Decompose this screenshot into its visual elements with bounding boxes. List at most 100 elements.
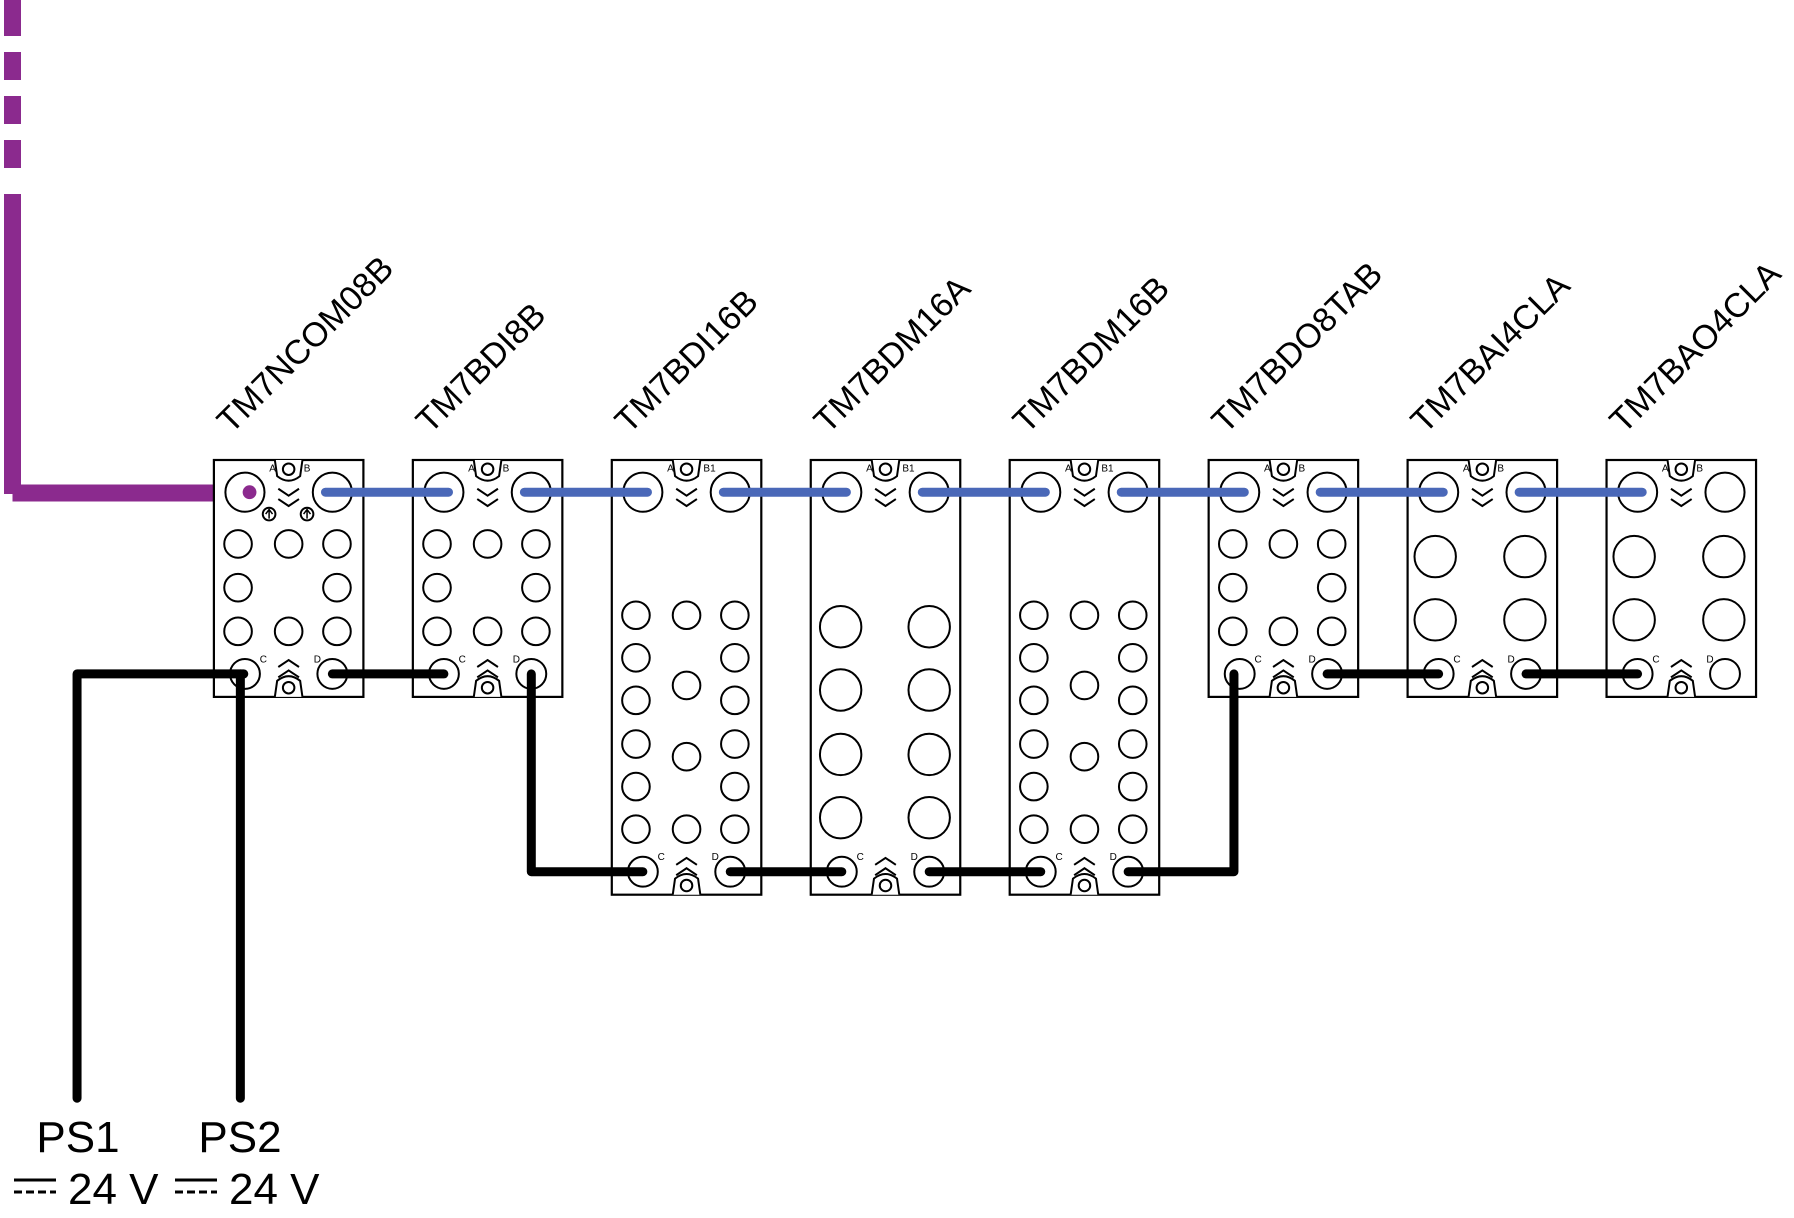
io-connector: [907, 605, 951, 649]
port-letter: A: [269, 464, 276, 475]
io-connector: [621, 685, 651, 716]
chevron-up-icon: [1471, 658, 1494, 679]
io-connector: [223, 616, 253, 647]
io-connector: [1117, 600, 1148, 631]
io-connector: [322, 572, 352, 603]
port-letter: D: [513, 654, 520, 665]
mounting-tab-icon: [472, 459, 503, 482]
port-letter: B: [1298, 464, 1305, 475]
chevron-down-icon: [1670, 487, 1693, 508]
io-connector: [907, 732, 951, 777]
io-connector: [1069, 600, 1100, 631]
io-connector: [720, 729, 750, 759]
io-connector: [1316, 529, 1347, 559]
io-connector: [1702, 534, 1746, 579]
chevron-down-icon: [277, 487, 300, 508]
port-letter: A: [1463, 464, 1470, 475]
ps1-name: PS1: [36, 1113, 119, 1162]
io-connector: [1069, 741, 1100, 772]
port-letter: C: [857, 852, 864, 863]
io-connector: [1019, 814, 1049, 844]
io-connector: [1218, 616, 1248, 647]
chevron-up-icon: [675, 856, 698, 876]
mounting-tab-icon: [870, 873, 901, 895]
mounting-tab-icon: [870, 459, 901, 482]
port-letter: A: [468, 464, 475, 475]
chevron-up-icon: [1272, 658, 1295, 679]
dc-symbol-icon: [175, 1178, 217, 1194]
io-connector: [521, 529, 551, 559]
ps2-voltage: 24 V: [229, 1165, 320, 1214]
io-connector: [472, 529, 503, 559]
io-connector: [521, 572, 551, 603]
module-label: TM7BDI16B: [608, 283, 766, 441]
mounting-tab-icon: [273, 459, 304, 482]
port-letter: D: [314, 654, 321, 665]
io-connector: [1316, 616, 1347, 647]
chevron-up-icon: [1073, 856, 1096, 876]
arrow-up-icon: [299, 506, 315, 522]
port-letter: C: [1652, 654, 1659, 665]
mounting-tab-icon: [472, 675, 503, 698]
mounting-tab-icon: [1069, 459, 1100, 482]
io-connector: [1117, 643, 1148, 673]
chevron-up-icon: [476, 658, 499, 679]
io-connector: [422, 616, 452, 647]
port-letter: B1: [703, 464, 716, 475]
io-connector: [671, 670, 702, 701]
io-connector: [720, 814, 750, 844]
io-connector: [1117, 771, 1148, 802]
ps2-name: PS2: [198, 1113, 281, 1162]
io-connector: [1702, 598, 1746, 642]
io-connector: [621, 729, 651, 759]
io-connector: [1019, 643, 1049, 673]
port-letter: B: [304, 464, 311, 475]
io-connector: [621, 600, 651, 631]
mounting-tab-icon: [1666, 675, 1697, 698]
port-letter: B1: [902, 464, 915, 475]
io-connector: [422, 572, 452, 603]
mounting-tab-icon: [1268, 675, 1299, 698]
io-connector: [907, 668, 951, 712]
io-connector: [1117, 814, 1148, 844]
io-connector: [1612, 534, 1656, 579]
power-cable: [1123, 669, 1239, 877]
io-connector: [818, 795, 863, 840]
chevron-up-icon: [1670, 658, 1693, 679]
chevron-up-icon: [874, 856, 897, 876]
io-connector: [621, 643, 651, 673]
module-label: TM7BDO8TAB: [1205, 255, 1390, 440]
chevron-down-icon: [1272, 487, 1295, 508]
module-label: TM7BDM16B: [1006, 269, 1177, 440]
chevron-down-icon: [675, 487, 698, 508]
port-letter: C: [459, 654, 466, 665]
io-connector: [223, 572, 253, 603]
port-letter: C: [1254, 654, 1261, 665]
io-connector: [671, 600, 702, 631]
io-connector: [1218, 529, 1248, 559]
chevron-up-icon: [277, 658, 300, 679]
arrow-up-icon: [261, 506, 277, 522]
io-connector: [1503, 534, 1547, 579]
mounting-tab-icon: [1666, 459, 1697, 482]
port-letter: D: [1706, 654, 1713, 665]
io-connector: [1268, 616, 1299, 647]
port-letter: A: [667, 464, 674, 475]
io-connector: [671, 814, 702, 844]
chevron-down-icon: [1073, 487, 1096, 508]
port-letter: C: [260, 654, 267, 665]
ps1-voltage: 24 V: [68, 1165, 159, 1214]
io-connector: [1019, 729, 1049, 759]
io-connector: [1413, 534, 1457, 579]
io-connector: [322, 616, 352, 647]
io-connector: [1612, 598, 1656, 642]
io-connector: [907, 795, 951, 840]
module-m1[interactable]: A B C D: [212, 458, 365, 698]
mounting-tab-icon: [273, 675, 304, 698]
